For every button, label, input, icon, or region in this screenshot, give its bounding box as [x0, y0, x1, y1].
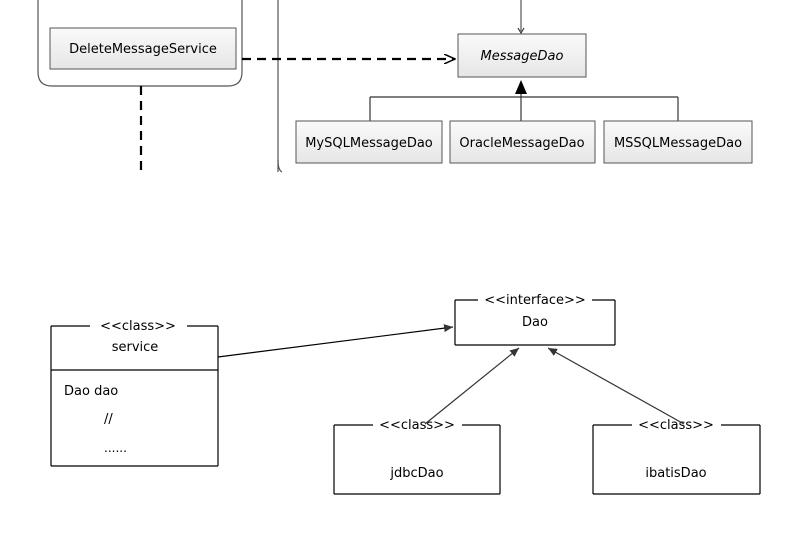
mysql-message-dao-label: MySQLMessageDao [305, 136, 433, 151]
top-incoming-arrowhead [517, 27, 525, 35]
jdbc-dao-box[interactable]: <<class>> jdbcDao [333, 418, 501, 495]
oracle-message-dao-label: OracleMessageDao [459, 136, 584, 151]
service-field-dao: Dao dao [64, 384, 118, 399]
mssql-message-dao-label: MSSQLMessageDao [614, 136, 742, 151]
service-comment: // [104, 412, 113, 427]
top-diagram: DeleteMessageService MessageDao MySQLMes… [37, 0, 753, 173]
dao-interface-box[interactable]: <<interface>> Dao [454, 293, 616, 346]
mysql-message-dao-box[interactable]: MySQLMessageDao [295, 120, 443, 164]
delete-message-service-label: DeleteMessageService [69, 42, 217, 57]
message-dao-label: MessageDao [481, 49, 564, 64]
service-stereotype: <<class>> [100, 319, 176, 334]
delete-message-service-box[interactable]: DeleteMessageService [49, 27, 237, 70]
service-to-dao-association [217, 324, 454, 358]
ibatis-dao-class-name: ibatisDao [645, 466, 706, 481]
ibatis-dao-stereotype: <<class>> [638, 418, 714, 433]
message-dao-box[interactable]: MessageDao [457, 33, 587, 78]
partition-curve [277, 159, 283, 173]
oracle-message-dao-box[interactable]: OracleMessageDao [449, 120, 596, 164]
generalization-tree [369, 80, 679, 122]
mssql-message-dao-box[interactable]: MSSQLMessageDao [603, 120, 753, 164]
bottom-diagram: <<class>> service Dao dao // ...... <<in… [50, 293, 761, 495]
service-class-name: service [112, 340, 159, 355]
jdbc-to-dao-arrow [424, 347, 520, 425]
ibatis-to-dao-arrow [547, 347, 685, 425]
jdbc-dao-class-name: jdbcDao [389, 466, 443, 481]
jdbc-dao-stereotype: <<class>> [379, 418, 455, 433]
dao-class-name: Dao [522, 315, 548, 330]
dao-stereotype: <<interface>> [484, 293, 586, 308]
service-class-box[interactable]: <<class>> service Dao dao // ...... [50, 319, 219, 467]
ibatis-dao-box[interactable]: <<class>> ibatisDao [592, 418, 761, 495]
service-ellipsis: ...... [104, 441, 127, 455]
generalization-arrowhead [515, 80, 527, 94]
